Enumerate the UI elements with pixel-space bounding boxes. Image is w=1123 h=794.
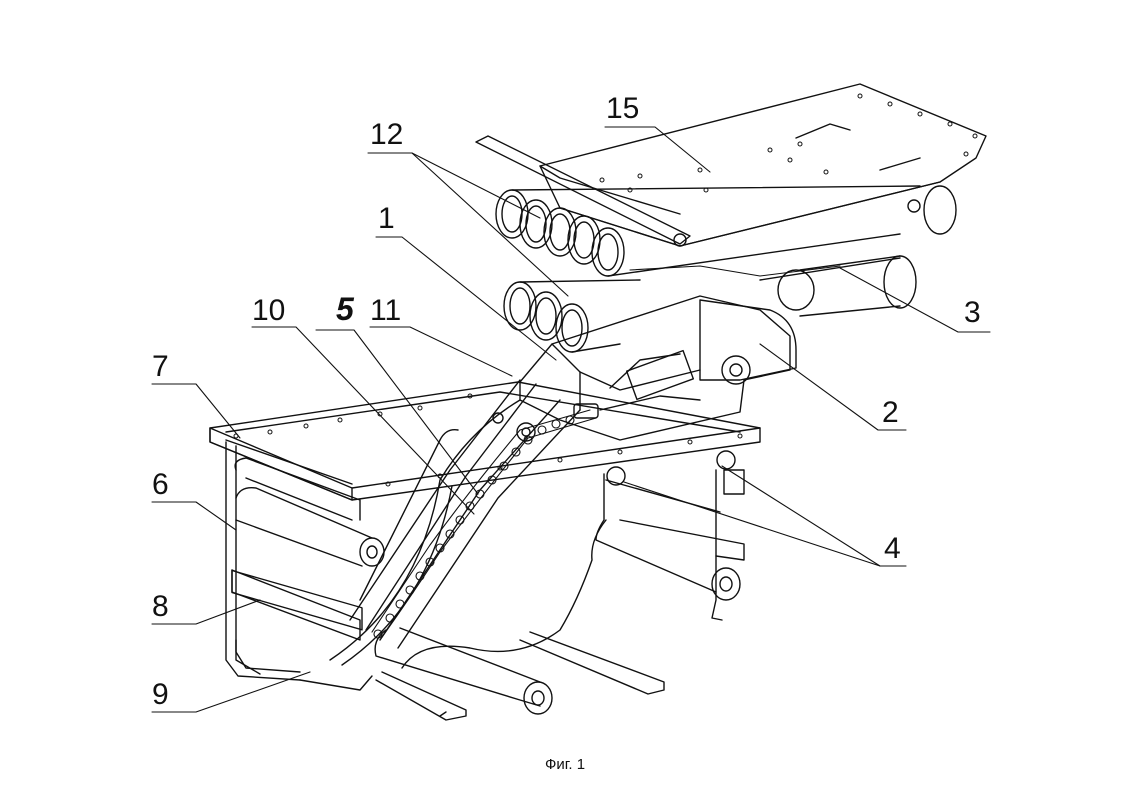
label-3: 3 [964,296,981,329]
label-8: 8 [152,590,169,623]
right-support [401,450,745,669]
conveyor-chain [371,409,597,641]
label-2: 2 [882,396,899,429]
label-10: 10 [252,294,286,327]
label-15: 15 [606,92,640,125]
left-frame [225,441,373,691]
label-5: 5 [336,291,354,327]
label-1: 1 [378,202,395,235]
launch-tubes [495,185,957,353]
top-frame [209,381,761,501]
lower-tube-row [503,255,917,353]
bottom-rollers [235,487,665,721]
inclined-rails [329,379,581,666]
leader-lines [151,126,991,713]
label-11: 11 [370,294,402,327]
label-6: 6 [152,468,169,501]
mount-block [492,295,797,442]
upper-tube-row [495,185,957,277]
label-12: 12 [370,118,404,151]
top-platform [475,83,987,247]
label-9: 9 [152,678,169,711]
label-7: 7 [152,350,169,383]
figure-caption: Фиг. 1 [545,756,586,773]
label-4: 4 [884,532,901,565]
